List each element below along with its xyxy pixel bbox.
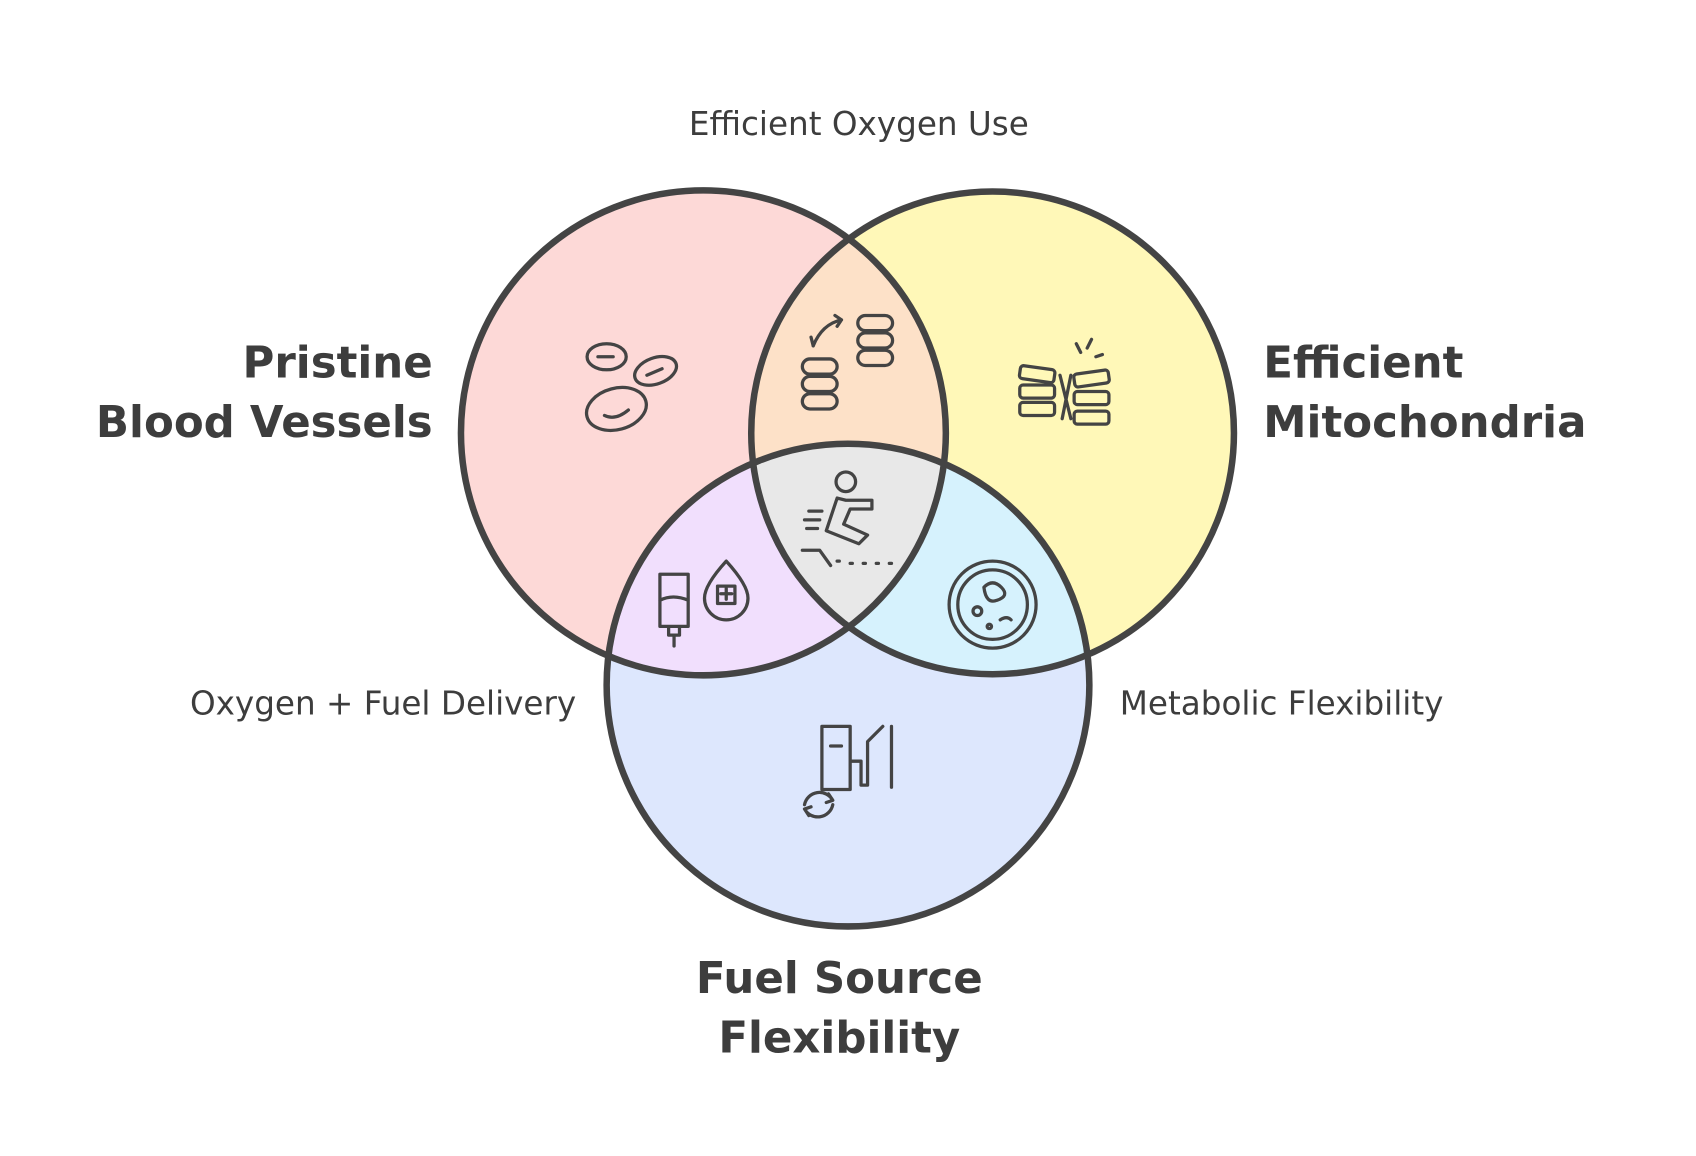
mitochondria-icon: [1017, 337, 1111, 426]
intersection-label-delivery: Oxygen + Fuel Delivery: [190, 684, 576, 722]
athlete-sprint-icon: [800, 470, 894, 568]
set-label-fuel-flexibility-line2: Flexibility: [718, 1014, 960, 1064]
set-label-fuel-flexibility-line1: Fuel Source: [696, 954, 983, 1004]
fuel-pump-cycle-icon: [802, 724, 894, 819]
set-outline-blood-vessels: [457, 187, 950, 679]
red-blood-cells-icon: [584, 342, 679, 433]
cell-petri-icon: [947, 559, 1038, 650]
set-label-blood-vessels-line1: Pristine: [243, 338, 433, 388]
set-outline-mitochondria: [747, 188, 1238, 678]
intersection-label-metabolic: Metabolic Flexibility: [1120, 684, 1444, 722]
cell-exchange-icon: [800, 313, 895, 411]
intersection-fill-metabolic: [751, 443, 1090, 675]
intersection-label-oxygen-use: Efficient Oxygen Use: [689, 105, 1029, 143]
set-label-mitochondria-line1: Efficient: [1263, 338, 1463, 388]
set-outline-fuel-flexibility: [603, 440, 1093, 930]
set-label-mitochondria-line2: Mitochondria: [1263, 398, 1586, 448]
iv-drip-blood-icon: [658, 559, 750, 648]
set-label-blood-vessels-line2: Blood Vessels: [96, 398, 433, 448]
